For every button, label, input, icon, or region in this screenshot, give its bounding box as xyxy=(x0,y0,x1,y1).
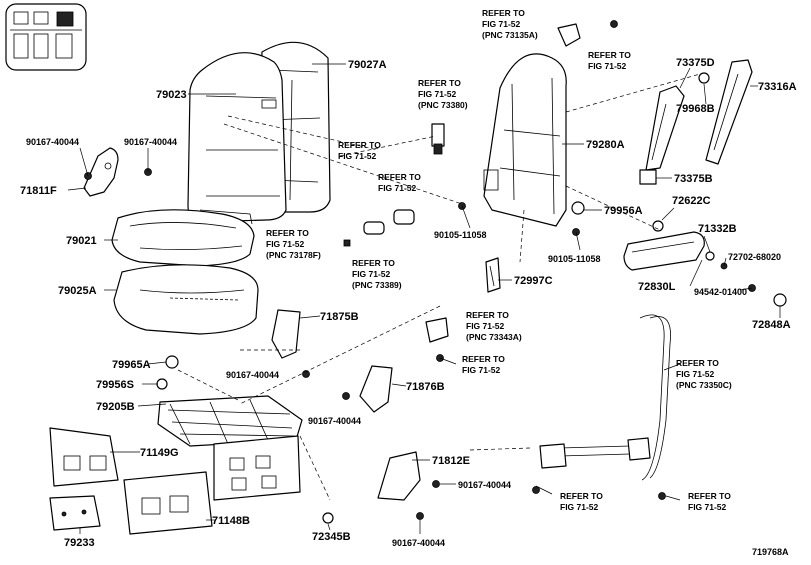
part-labels: 79027A 79023 79021 79025A 71811F 90167-4… xyxy=(20,57,797,557)
refer-73389: REFER TO FIG 71-52 (PNC 73389) xyxy=(352,258,402,290)
label-71875B: 71875B xyxy=(320,311,359,323)
bracket-71876B xyxy=(359,365,393,413)
label-79965A: 79965A xyxy=(112,359,151,371)
washer-icon xyxy=(705,251,715,261)
label-71811F: 71811F xyxy=(20,185,57,197)
label-71876B: 71876B xyxy=(406,381,445,393)
label-90167-a: 90167-40044 xyxy=(26,137,79,147)
label-79280A: 79280A xyxy=(586,139,625,151)
seatbelt-assembly xyxy=(539,314,671,481)
bolt-icon xyxy=(416,512,424,520)
label-72345B: 72345B xyxy=(312,531,351,543)
refer-73350C: REFER TO FIG 71-52 (PNC 73350C) xyxy=(676,358,732,390)
label-79956S: 79956S xyxy=(96,379,134,391)
headrest-guide xyxy=(557,23,581,47)
label-90167-c: 90167-40044 xyxy=(226,370,279,380)
seat-cushion xyxy=(111,209,255,267)
cap-icon xyxy=(698,72,710,84)
label-79233: 79233 xyxy=(64,537,95,549)
seat-track-frame xyxy=(157,395,303,447)
label-73375D: 73375D xyxy=(676,57,715,69)
refer-73343A: REFER TO FIG 71-52 (PNC 73343A) xyxy=(466,310,522,342)
belt-guide-73316A xyxy=(705,59,753,165)
refer-bottom-right: REFER TO FIG 71-52 xyxy=(688,491,733,512)
bolt-icon xyxy=(432,480,440,488)
cover-71812E xyxy=(377,451,421,501)
cover-71148B xyxy=(123,471,213,535)
label-72622C: 72622C xyxy=(672,195,711,207)
seat-cushion-frame xyxy=(113,264,259,335)
seatback-frame xyxy=(483,53,567,227)
vehicle-locator-icon xyxy=(5,3,87,71)
bolt-icon xyxy=(342,392,350,400)
label-79205B: 79205B xyxy=(96,401,135,413)
label-71148B: 71148B xyxy=(212,515,250,527)
label-90167-b: 90167-40044 xyxy=(124,137,177,147)
label-71812E: 71812E xyxy=(432,455,470,467)
cap-72622C-icon xyxy=(652,220,664,232)
label-72830L: 72830L xyxy=(638,281,676,293)
refer-bottom-left: REFER TO FIG 71-52 xyxy=(560,491,605,512)
bolt-icon xyxy=(610,20,618,28)
bolt-icon xyxy=(658,492,666,500)
leader-lines xyxy=(67,63,781,534)
bolt-icon xyxy=(532,486,540,494)
label-79968B: 79968B xyxy=(676,103,715,115)
seat-riser xyxy=(213,435,301,501)
refer-top-right: REFER TO FIG 71-52 xyxy=(588,50,633,71)
headrest-support-72997C xyxy=(485,257,501,293)
label-79023: 79023 xyxy=(156,89,187,101)
bolt-icon xyxy=(302,370,310,378)
refer-mid-center: REFER TO FIG 71-52 xyxy=(378,172,423,193)
label-79027A: 79027A xyxy=(348,59,387,71)
label-90167-d: 90167-40044 xyxy=(308,416,361,426)
figure-code: 719768A xyxy=(752,547,789,557)
label-72997C: 72997C xyxy=(514,275,553,287)
label-94542: 94542-01400 xyxy=(694,287,747,297)
adjuster-ring-icon xyxy=(343,209,415,247)
belt-guide-73375D xyxy=(645,85,685,171)
cap-79965A-icon xyxy=(165,355,179,369)
refer-low-center: REFER TO FIG 71-52 xyxy=(462,354,507,375)
clip-73375B xyxy=(639,169,657,185)
armrest xyxy=(623,231,705,271)
cover-79233 xyxy=(49,495,101,531)
label-79956A: 79956A xyxy=(604,205,643,217)
cap-72848A-icon xyxy=(773,293,787,307)
cap-72345B-icon xyxy=(322,512,334,524)
label-90105-a: 90105-11058 xyxy=(434,230,487,240)
label-73316A: 73316A xyxy=(758,81,797,93)
cover-79956A-icon xyxy=(571,201,585,215)
refer-73380: REFER TO FIG 71-52 (PNC 73380) xyxy=(418,78,468,110)
label-79021: 79021 xyxy=(66,235,97,247)
label-90167-f: 90167-40044 xyxy=(392,538,445,548)
dashed-guides xyxy=(177,73,701,501)
refer-notes: REFER TO FIG 71-52 (PNC 73135A) REFER TO… xyxy=(266,8,733,512)
label-71332B: 71332B xyxy=(698,223,737,235)
bracket-71875B xyxy=(271,309,301,359)
seatbelt-buckle-icon xyxy=(431,123,445,155)
refer-73178F: REFER TO FIG 71-52 (PNC 73178F) xyxy=(266,228,321,260)
label-73375B: 73375B xyxy=(674,173,713,185)
label-72702: 72702-68020 xyxy=(728,252,781,262)
cap-79956S-icon xyxy=(156,378,168,390)
label-72848A: 72848A xyxy=(752,319,791,331)
belt-anchor-bracket xyxy=(425,317,449,343)
seatback-front-cover xyxy=(187,52,287,225)
refer-mid-left: REFER TO FIG 71-52 xyxy=(338,140,383,161)
refer-73135A: REFER TO FIG 71-52 (PNC 73135A) xyxy=(482,8,538,40)
cover-71149G xyxy=(49,427,119,487)
bracket-71811F xyxy=(83,147,119,197)
label-71149G: 71149G xyxy=(140,447,179,459)
label-90167-e: 90167-40044 xyxy=(458,480,511,490)
label-90105-b: 90105-11058 xyxy=(548,254,601,264)
label-79025A: 79025A xyxy=(58,285,97,297)
